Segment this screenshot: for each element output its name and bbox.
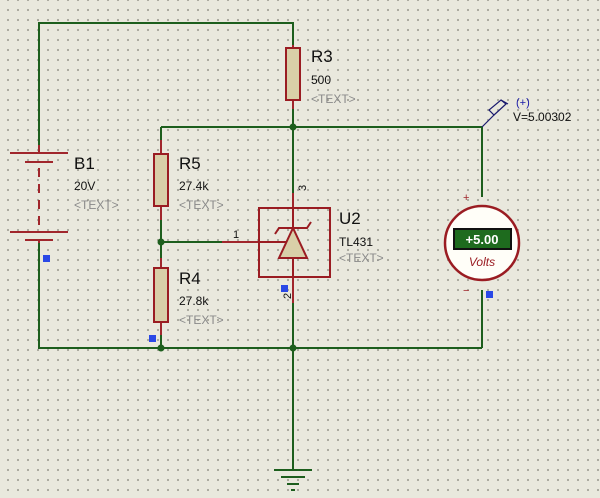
r5-name: R5 bbox=[179, 154, 201, 173]
r4-name: R4 bbox=[179, 269, 201, 288]
junction-bottom-left bbox=[157, 344, 165, 352]
voltmeter-display: +5.00 bbox=[466, 232, 499, 247]
regulator-u2[interactable]: 1 3 2 U2 TL431 <TEXT> bbox=[222, 185, 384, 303]
resistor-r3[interactable]: R3 500 <TEXT> bbox=[285, 45, 356, 109]
voltmeter-minus-label: − bbox=[463, 285, 469, 297]
b1-value: 20V bbox=[74, 179, 95, 193]
r3-text: <TEXT> bbox=[311, 92, 356, 106]
b1-marker bbox=[43, 255, 50, 262]
u2-name: U2 bbox=[339, 209, 361, 228]
shunt-regulator-icon bbox=[259, 208, 312, 277]
ground-icon bbox=[274, 469, 312, 491]
junction-bottom-mid bbox=[289, 344, 297, 352]
u2-text: <TEXT> bbox=[339, 251, 384, 265]
r3-name: R3 bbox=[311, 47, 333, 66]
b1-name: B1 bbox=[74, 154, 95, 173]
probe-polarity: (+) bbox=[516, 97, 530, 109]
junction-divider bbox=[157, 238, 165, 246]
r5-text: <TEXT> bbox=[179, 198, 224, 212]
voltage-probe[interactable]: (+) V=5.00302 bbox=[481, 97, 572, 128]
battery-icon bbox=[10, 145, 68, 243]
u2-pin-ref: 1 bbox=[233, 229, 239, 241]
voltmeter-plus-label: + bbox=[463, 192, 469, 204]
r5-value: 27.4k bbox=[179, 179, 209, 193]
battery-b1[interactable]: B1 20V <TEXT> bbox=[10, 145, 119, 243]
junction-node-top bbox=[289, 123, 297, 131]
b1-text: <TEXT> bbox=[74, 198, 119, 212]
selection-markers bbox=[43, 255, 493, 342]
resistor-icon bbox=[153, 153, 169, 207]
junctions bbox=[157, 123, 297, 352]
resistor-icon bbox=[153, 267, 169, 323]
r4-marker bbox=[149, 335, 156, 342]
resistor-r5[interactable]: R5 27.4k <TEXT> bbox=[153, 140, 224, 220]
r3-value: 500 bbox=[311, 73, 331, 87]
voltmeter-marker bbox=[486, 291, 493, 298]
ground-symbol[interactable] bbox=[274, 469, 312, 491]
probe-reading: V=5.00302 bbox=[513, 110, 572, 124]
wire-battery-bottom[interactable] bbox=[38, 243, 161, 349]
resistor-icon bbox=[285, 47, 301, 101]
u2-marker bbox=[281, 285, 288, 292]
wire-top-rail[interactable] bbox=[38, 22, 294, 145]
voltage-probe-icon bbox=[481, 99, 509, 128]
voltmeter-icon bbox=[443, 204, 521, 282]
voltmeter[interactable]: +5.00 Volts + − bbox=[443, 192, 521, 297]
u2-value: TL431 bbox=[339, 235, 373, 249]
wires bbox=[38, 22, 483, 470]
u2-pin-cathode: 3 bbox=[297, 185, 309, 191]
voltmeter-unit: Volts bbox=[469, 255, 495, 269]
resistor-r4[interactable]: R4 27.8k <TEXT> bbox=[153, 258, 224, 335]
u2-pin-anode: 2 bbox=[282, 293, 294, 299]
r4-value: 27.8k bbox=[179, 294, 209, 308]
r4-text: <TEXT> bbox=[179, 313, 224, 327]
